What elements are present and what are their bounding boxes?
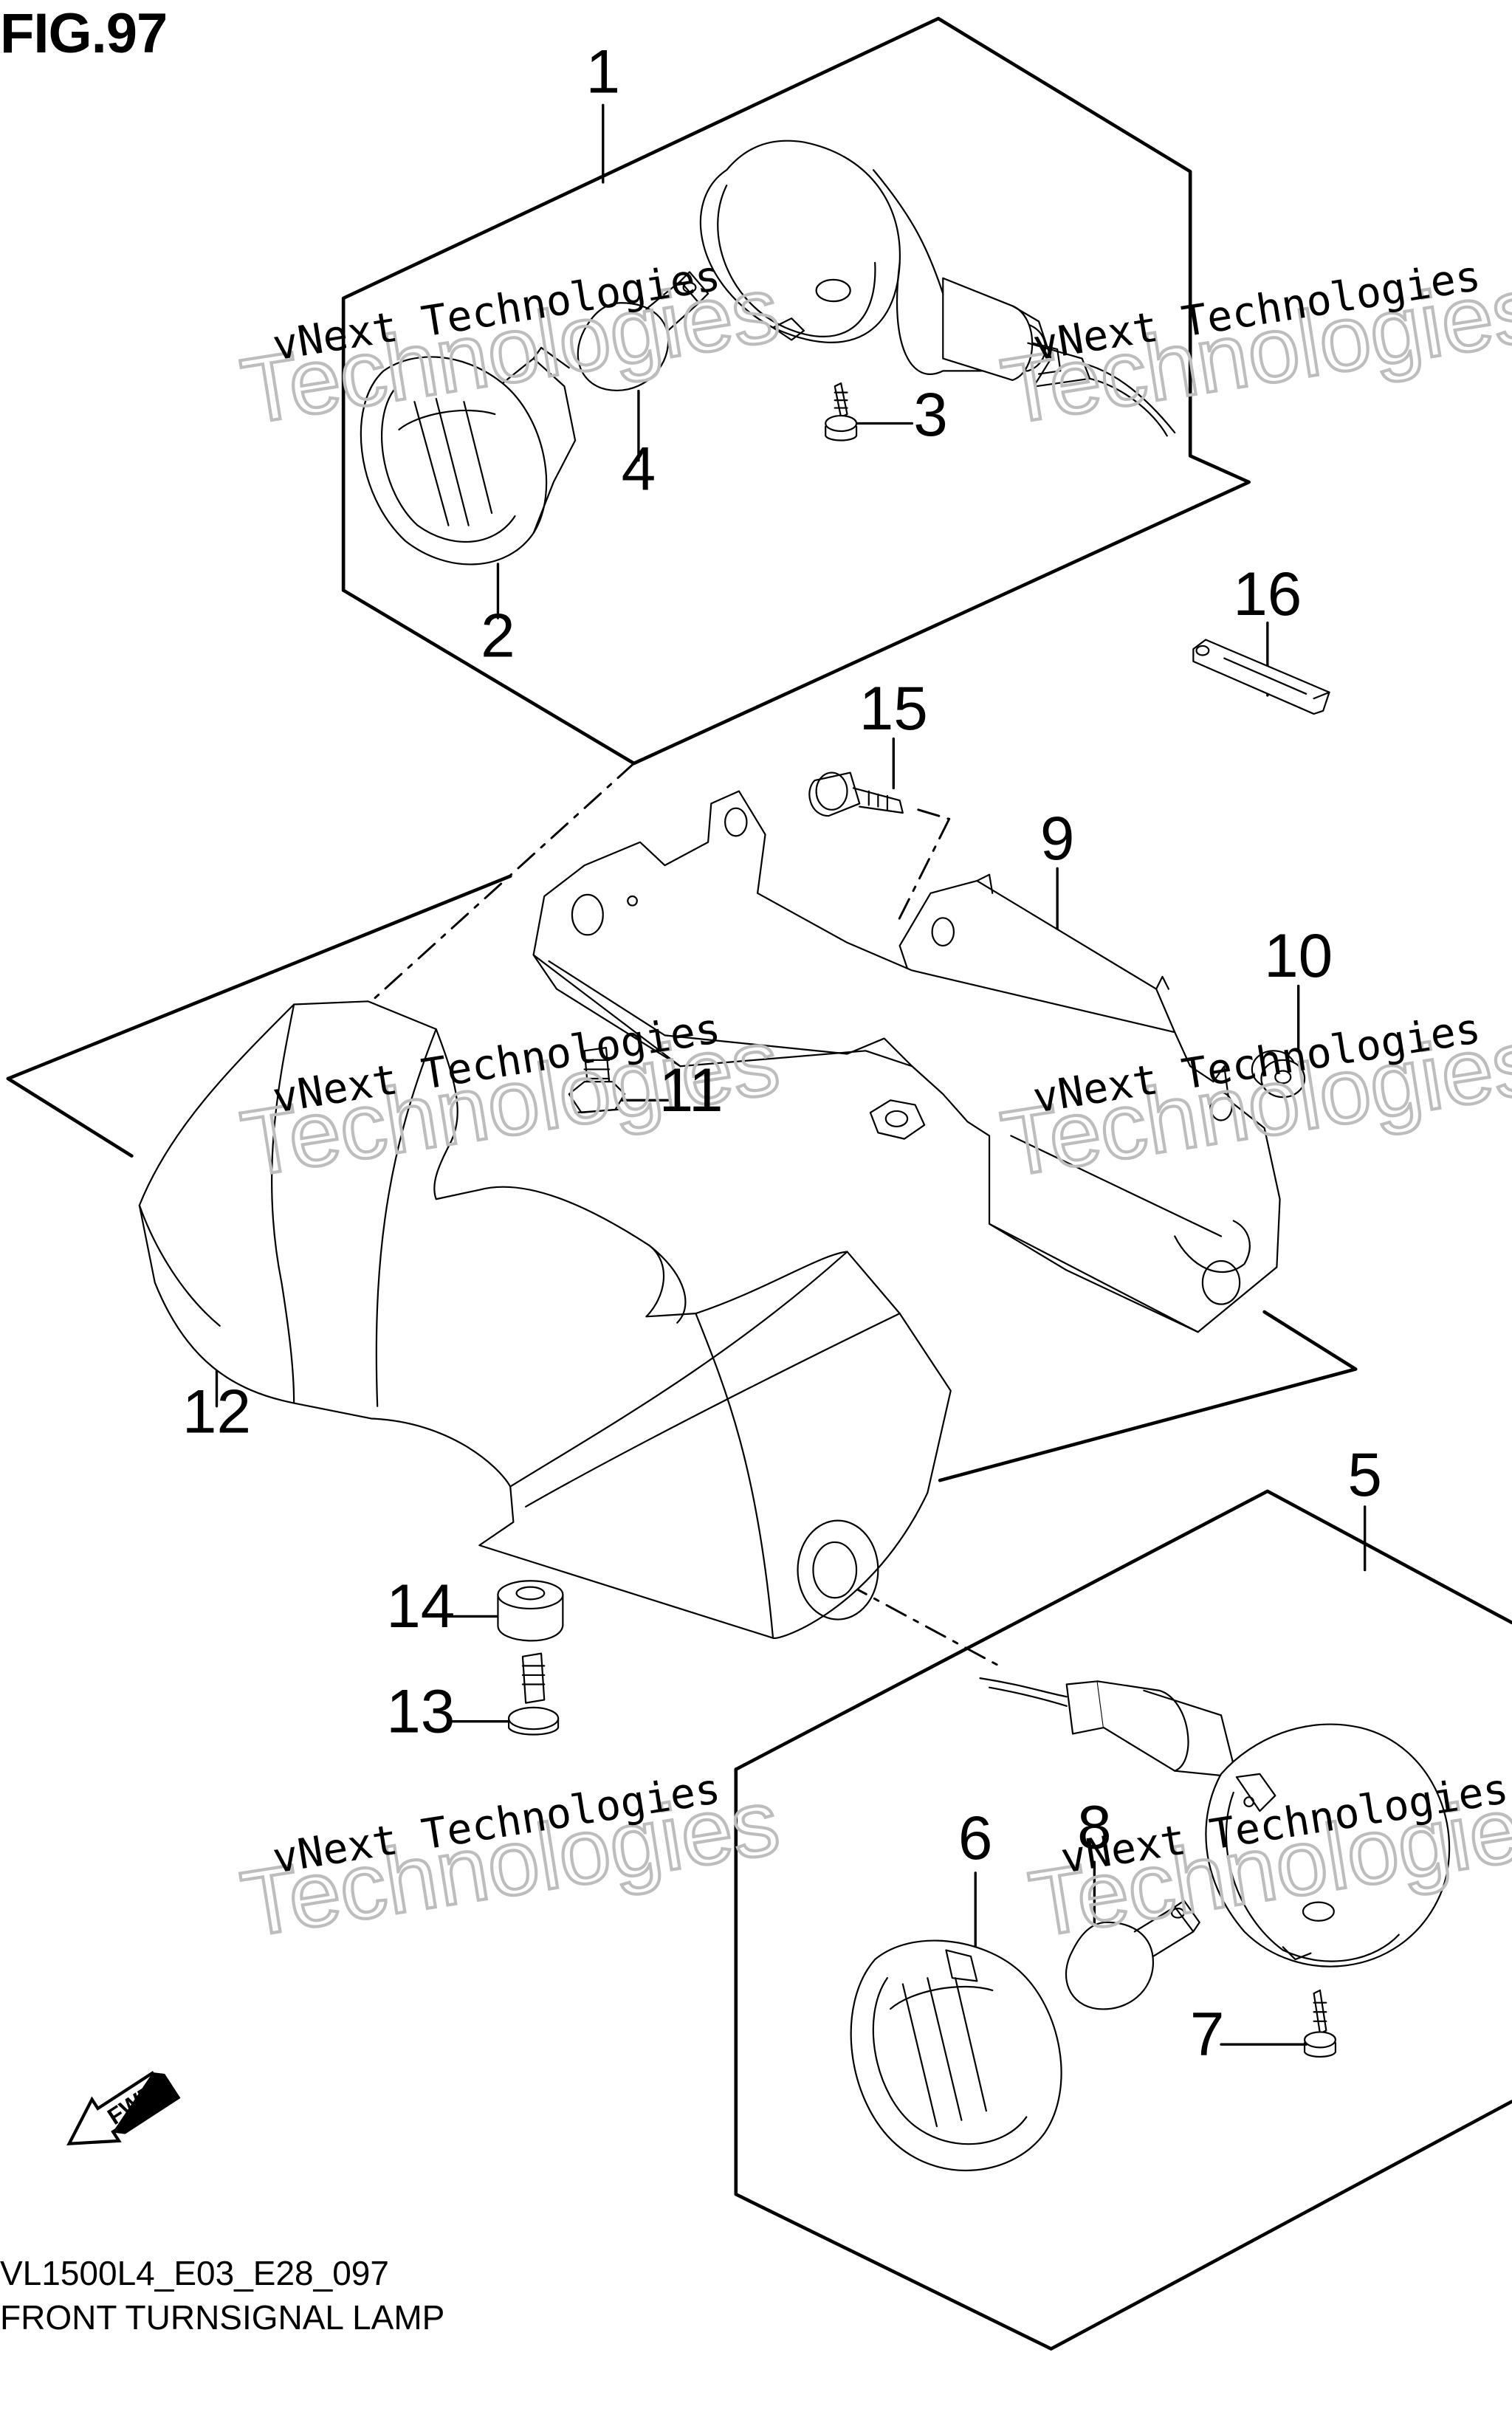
alignment-dash-lines — [370, 762, 1006, 1671]
support-bracket — [534, 791, 1280, 1333]
callout-7: 7 — [1190, 1999, 1225, 2069]
callout-2: 2 — [481, 601, 515, 670]
nut — [870, 1100, 924, 1138]
bolt-15 — [809, 773, 903, 817]
screw-upper — [825, 383, 856, 440]
watermark-lower-left: Technologies vNext Technologies — [233, 1765, 787, 1958]
callout-8: 8 — [1077, 1792, 1112, 1861]
model-code: VL1500L4_E03_E28_097 — [0, 2254, 389, 2292]
figure-caption: FRONT TURNSIGNAL LAMP — [0, 2298, 445, 2337]
figure-title: FIG.97 — [0, 2, 168, 65]
lamp-housing-lower — [980, 1678, 1450, 1967]
watermark-upper-right: Technologies vNext Technologies — [994, 252, 1512, 445]
callout-6: 6 — [958, 1803, 993, 1872]
callout-3: 3 — [913, 379, 948, 449]
callout-14: 14 — [386, 1571, 455, 1640]
bolt-13 — [509, 1654, 558, 1735]
fwd-direction-badge: FWD — [66, 2071, 181, 2145]
callout-4: 4 — [622, 434, 656, 503]
callout-13: 13 — [386, 1676, 455, 1745]
bracket-assembly-frame — [6, 874, 1358, 1482]
screw-lower — [1305, 1990, 1336, 2057]
lens-lower — [851, 1941, 1062, 2171]
callout-12: 12 — [182, 1376, 251, 1446]
callout-10: 10 — [1264, 921, 1333, 990]
callout-1: 1 — [586, 37, 621, 106]
cover-12 — [140, 1001, 951, 1638]
lower-lamp-assembly-frame — [734, 1489, 1512, 2351]
callout-11: 11 — [659, 1055, 724, 1124]
leader-lines — [215, 103, 1367, 2046]
grommet-10 — [1252, 1051, 1305, 1097]
callout-9: 9 — [1040, 803, 1075, 873]
callout-15: 15 — [859, 673, 928, 743]
bolt-11 — [569, 1048, 625, 1113]
lens-upper — [361, 348, 575, 565]
callout-16: 16 — [1233, 559, 1302, 628]
cushion-14 — [498, 1581, 563, 1640]
lamp-housing-upper — [701, 141, 1175, 436]
bulb-lower — [1066, 1901, 1200, 2010]
strap-part — [1193, 640, 1329, 714]
upper-lamp-assembly-frame — [341, 16, 1251, 766]
bulb-upper — [578, 272, 708, 391]
callout-labels: 1 2 3 4 5 6 7 8 9 10 11 12 13 14 15 16 — [182, 37, 1382, 2069]
callout-5: 5 — [1347, 1440, 1382, 1509]
